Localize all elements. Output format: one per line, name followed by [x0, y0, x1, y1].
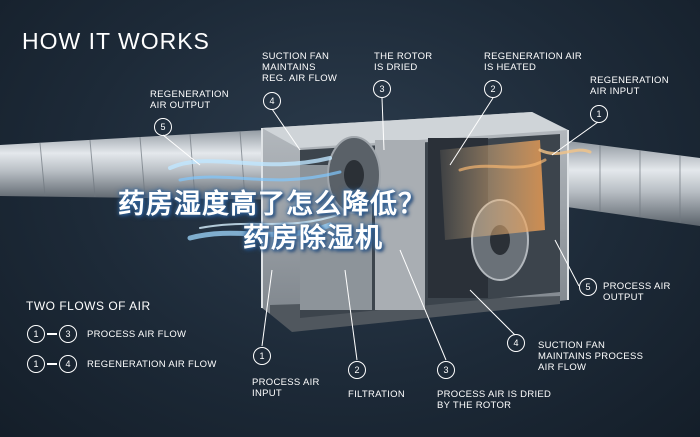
legend-from-number: 1 [27, 325, 45, 343]
legend-to-number: 3 [59, 325, 77, 343]
legend-dash [47, 333, 57, 335]
regeneration-output-duct [0, 128, 300, 200]
label-suction-fan-process: SUCTION FAN MAINTAINS PROCESS AIR FLOW [538, 340, 644, 373]
label-filtration: FILTRATION [348, 389, 406, 400]
dehumidifier-unit [261, 112, 569, 332]
callout-number: 5 [579, 278, 597, 296]
callout-number: 5 [154, 118, 172, 136]
overlay-title-line2: 药房除湿机 [243, 223, 383, 253]
legend-from-number: 1 [27, 355, 45, 373]
callout-number: 4 [263, 92, 281, 110]
callout-number: 4 [507, 334, 525, 352]
callout-number: 3 [373, 80, 391, 98]
legend-title: TWO FLOWS OF AIR [26, 299, 151, 313]
legend-label: REGENERATION AIR FLOW [87, 358, 217, 370]
page-title: HOW IT WORKS [22, 28, 210, 54]
label-process-air-dried: PROCESS AIR IS DRIED BY THE ROTOR [437, 389, 552, 411]
callout-number: 2 [484, 80, 502, 98]
callout-number: 3 [437, 361, 455, 379]
callout-leader-lines [162, 97, 599, 361]
legend-dash [47, 363, 57, 365]
label-regeneration-output: REGENERATION AIR OUTPUT [150, 89, 229, 111]
label-suction-fan-reg: SUCTION FAN MAINTAINS REG. AIR FLOW [262, 51, 338, 84]
legend-label: PROCESS AIR FLOW [87, 328, 187, 340]
label-process-air-output: PROCESS AIR OUTPUT [603, 281, 671, 303]
callout-number: 1 [253, 347, 271, 365]
label-regeneration-input: REGENERATION AIR INPUT [590, 75, 669, 97]
label-process-air-input: PROCESS AIR INPUT [252, 377, 320, 399]
callout-number: 1 [590, 105, 608, 123]
label-regeneration-heated: REGENERATION AIR IS HEATED [484, 51, 583, 73]
legend-to-number: 4 [59, 355, 77, 373]
regeneration-input-duct [560, 140, 700, 226]
overlay-title-line1: 药房湿度高了怎么降低？ [118, 189, 426, 219]
callout-number: 2 [348, 361, 366, 379]
label-rotor-dried: THE ROTOR IS DRIED [374, 51, 433, 73]
air-flow-swirls [168, 148, 592, 241]
